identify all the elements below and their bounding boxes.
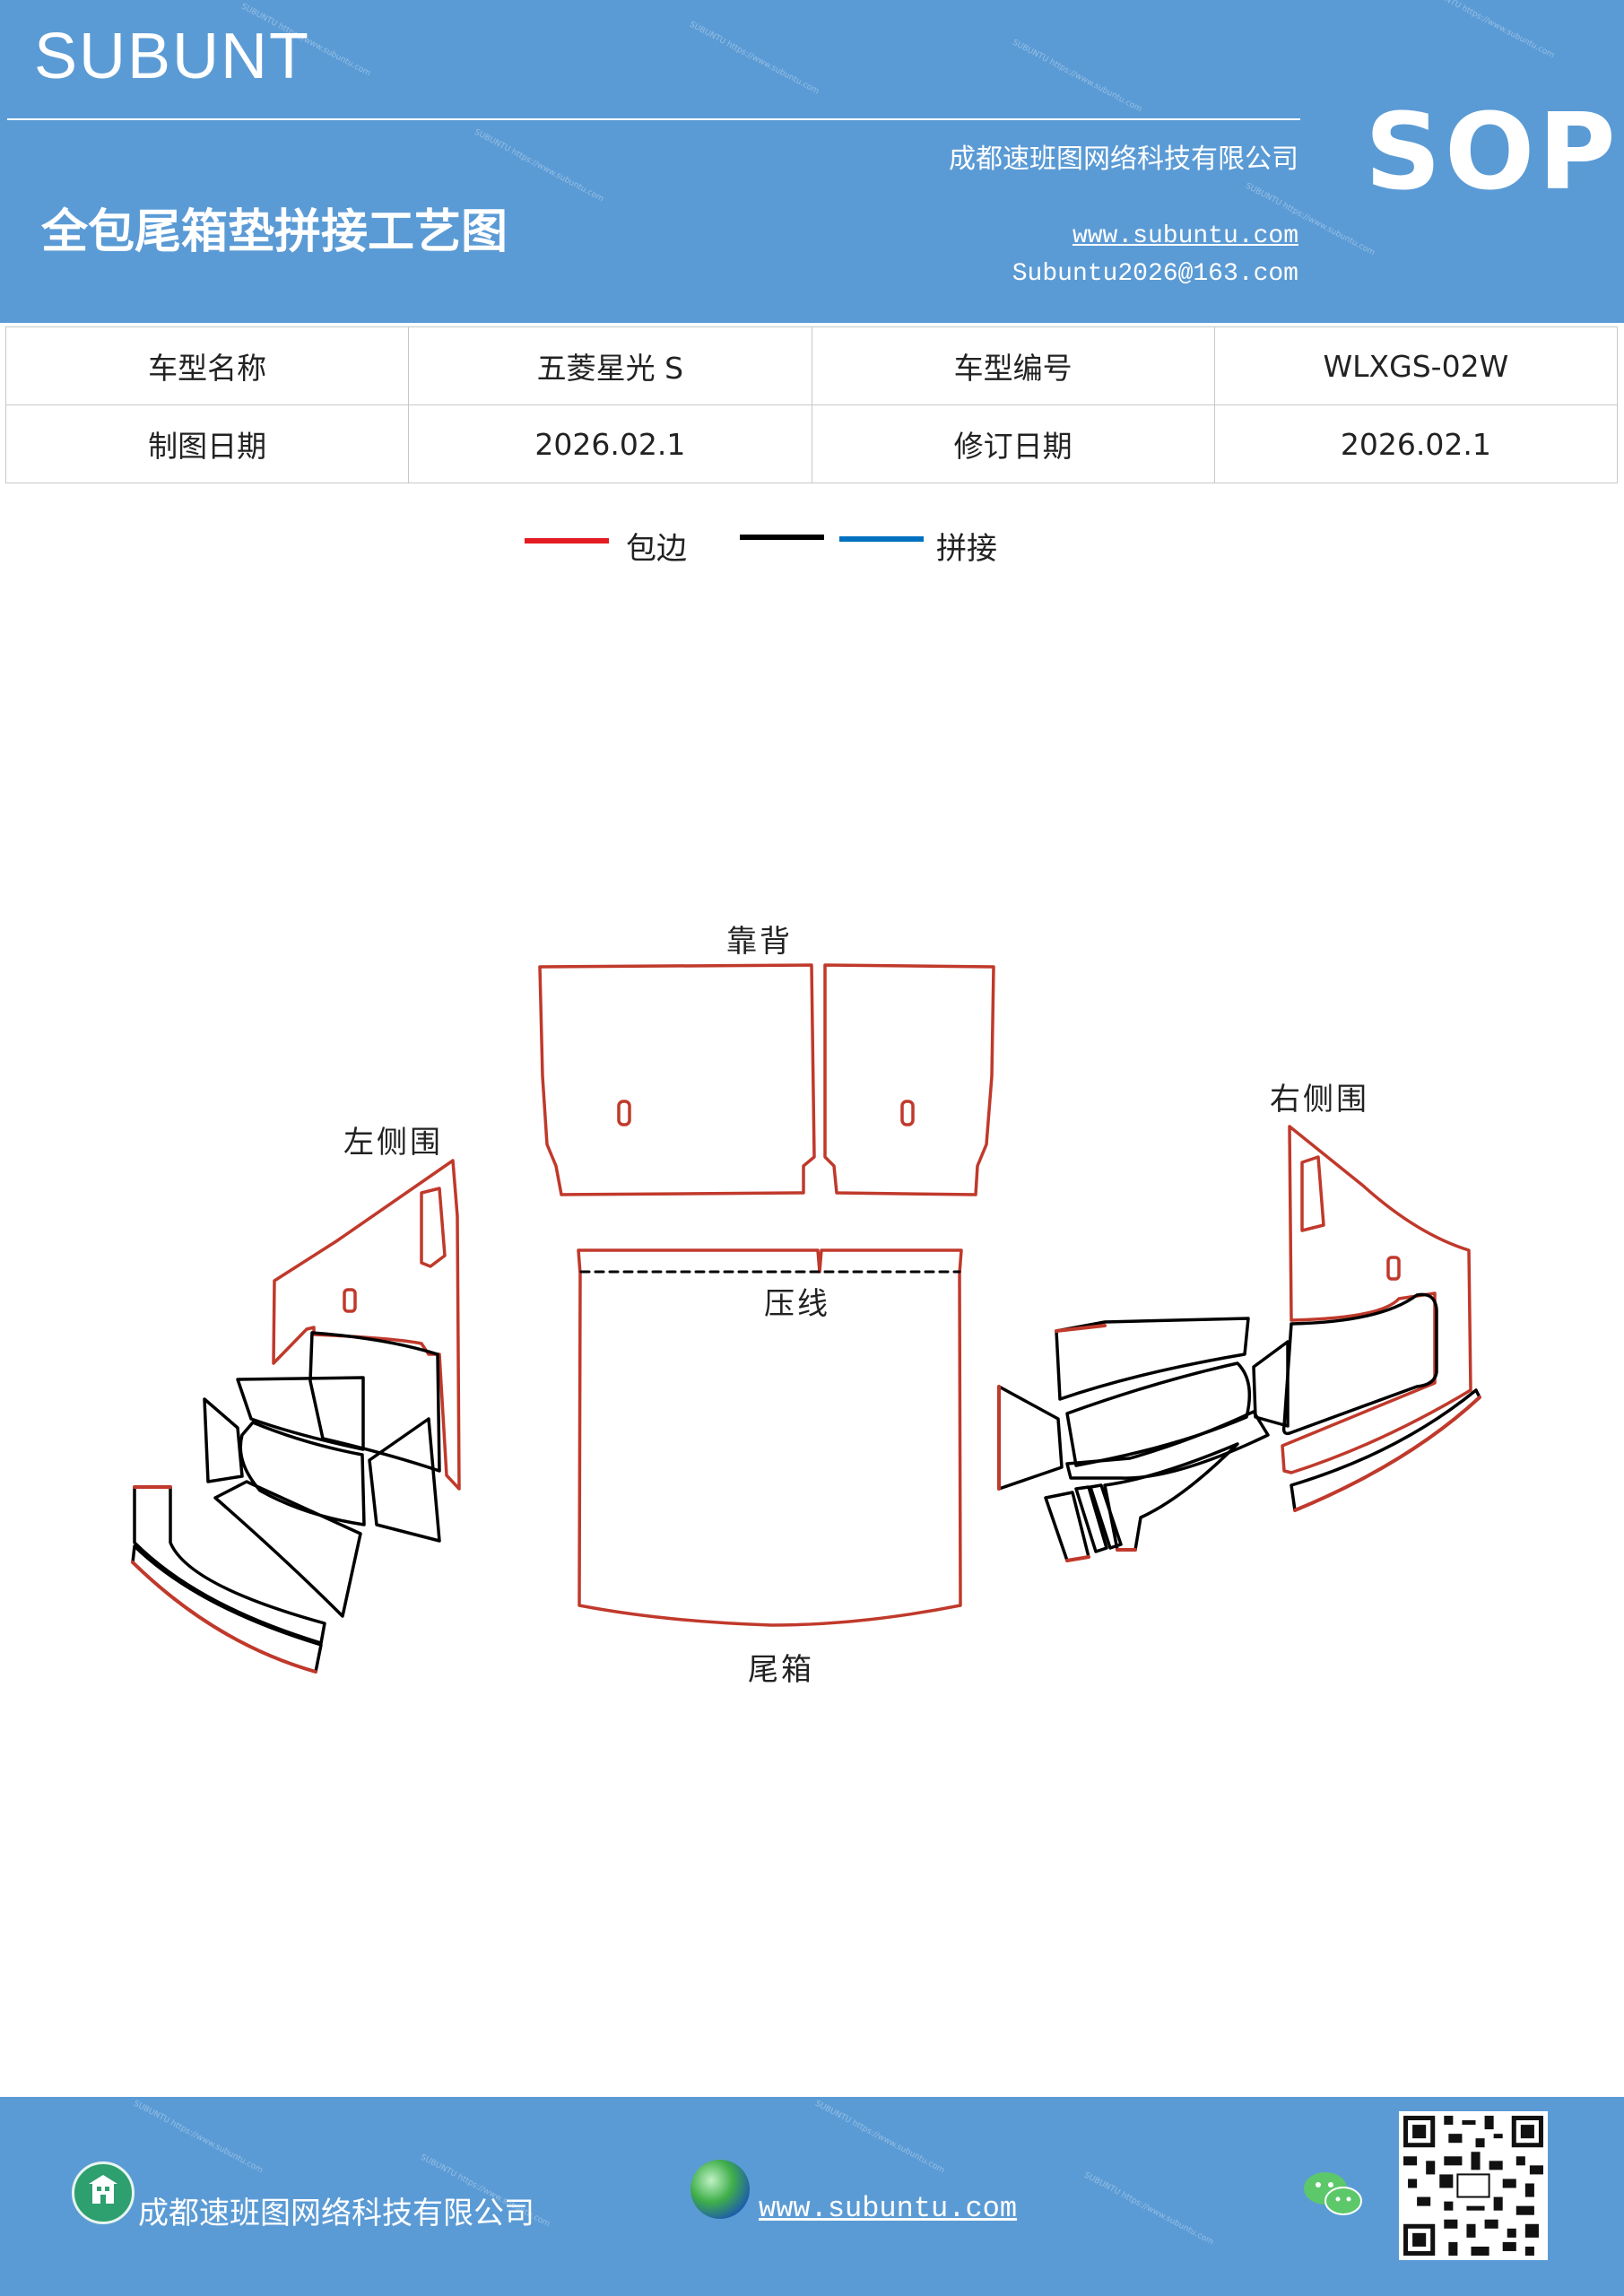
left-piece-1 <box>308 1331 441 1473</box>
email-address: Subuntu2026@163.com <box>1012 260 1298 288</box>
right-side-clip-slot <box>1386 1256 1401 1281</box>
legend-wrap-label: 包边 <box>626 531 687 567</box>
watermark: SUBUNTU https://www.subuntu.com <box>1423 0 1556 61</box>
draw-date-label: 制图日期 <box>4 404 410 483</box>
table-row: 车型名称 五菱星光 S 车型编号 WLXGS-02W <box>4 326 1619 405</box>
watermark: SUBUNTU https://www.subuntu.com <box>1011 38 1143 115</box>
right-piece-2 <box>1065 1361 1252 1467</box>
label-crease: 压线 <box>764 1286 830 1322</box>
model-name-value: 五菱星光 S <box>408 326 812 405</box>
draw-date-value: 2026.02.1 <box>408 404 812 483</box>
right-piece-4 <box>997 1385 1064 1491</box>
backrest-right-panel <box>823 963 995 1196</box>
left-side-main-panel <box>272 1159 461 1491</box>
watermark: SUBUNTU https://www.subuntu.com <box>473 127 605 204</box>
right-piece-large <box>1281 1292 1438 1436</box>
brand-name: SUBUNT <box>34 21 311 92</box>
legend-wrap-line <box>525 538 609 544</box>
label-right-side: 右侧围 <box>1270 1082 1369 1118</box>
right-edge-strip-red <box>1293 1396 1481 1512</box>
right-piece-7 <box>1044 1491 1090 1562</box>
backrest-left-slot <box>617 1100 631 1126</box>
label-trunk: 尾箱 <box>748 1652 814 1688</box>
mat-layout-diagram <box>131 963 1481 1674</box>
footer-banner: SUBUNTU https://www.subuntu.com SUBUNTU … <box>0 2097 1624 2296</box>
backrest-left-panel <box>538 963 816 1196</box>
revise-date-label: 修订日期 <box>811 404 1215 483</box>
company-name: 成都速班图网络科技有限公司 <box>949 144 1298 175</box>
backrest-right-slot <box>900 1100 915 1126</box>
qr-code[interactable] <box>1399 2111 1548 2260</box>
label-backrest: 靠背 <box>726 924 793 960</box>
table-row: 制图日期 2026.02.1 修订日期 2026.02.1 <box>4 404 1619 483</box>
header-divider <box>7 118 1300 120</box>
label-left-side: 左侧围 <box>343 1125 443 1161</box>
right-edge-strip <box>1290 1388 1481 1512</box>
sop-badge: SOP <box>1365 90 1620 213</box>
left-piece-3 <box>203 1397 244 1483</box>
legend: 包边 拼接 <box>0 527 1624 572</box>
revise-date-value: 2026.02.1 <box>1213 404 1619 483</box>
watermark: SUBUNTU https://www.subuntu.com <box>1082 2170 1215 2248</box>
legend-black-line <box>740 535 824 540</box>
vehicle-info-table: 车型名称 五菱星光 S 车型编号 WLXGS-02W 制图日期 2026.02.… <box>4 326 1619 483</box>
building-icon <box>72 2161 135 2224</box>
right-piece-6 <box>1103 1442 1239 1552</box>
right-piece-8 <box>1074 1485 1108 1553</box>
model-name-label: 车型名称 <box>4 326 410 405</box>
right-piece-3 <box>1252 1340 1290 1428</box>
left-piece-7 <box>133 1485 326 1645</box>
left-side-window-slot <box>420 1187 447 1268</box>
model-code-value: WLXGS-02W <box>1213 326 1619 405</box>
left-piece-5 <box>368 1417 441 1543</box>
document-title: 全包尾箱垫拼接工艺图 <box>41 204 508 259</box>
website-link[interactable]: www.subuntu.com <box>1072 222 1298 250</box>
header-banner: SUBUNTU https://www.subuntu.com SUBUNTU … <box>0 0 1624 323</box>
globe-icon <box>690 2160 750 2219</box>
left-piece-6 <box>213 1480 362 1618</box>
right-piece-9 <box>1089 1483 1123 1550</box>
watermark: SUBUNTU https://www.subuntu.com <box>813 2099 946 2176</box>
legend-splice-label: 拼接 <box>936 531 997 567</box>
model-code-label: 车型编号 <box>811 326 1215 405</box>
wechat-icon <box>1304 2172 1362 2215</box>
right-piece-1 <box>1055 1317 1250 1401</box>
left-piece-2 <box>236 1376 365 1451</box>
right-piece-1-red <box>1055 1324 1107 1333</box>
watermark: SUBUNTU https://www.subuntu.com <box>688 20 821 97</box>
left-piece-4 <box>239 1421 366 1526</box>
right-side-main-panel <box>1281 1125 1472 1474</box>
watermark: SUBUNTU https://www.subuntu.com <box>132 2099 265 2176</box>
legend-blue-line <box>839 536 924 542</box>
footer-website-link[interactable]: www.subuntu.com <box>759 2192 1018 2225</box>
footer-company-name: 成都速班图网络科技有限公司 <box>138 2196 534 2231</box>
left-side-clip-slot <box>343 1288 357 1313</box>
trunk-mat <box>577 1248 963 1627</box>
right-side-window-slot <box>1300 1155 1325 1232</box>
left-edge-strip-red <box>131 1561 317 1674</box>
right-piece-red-bottom <box>1065 1555 1090 1562</box>
